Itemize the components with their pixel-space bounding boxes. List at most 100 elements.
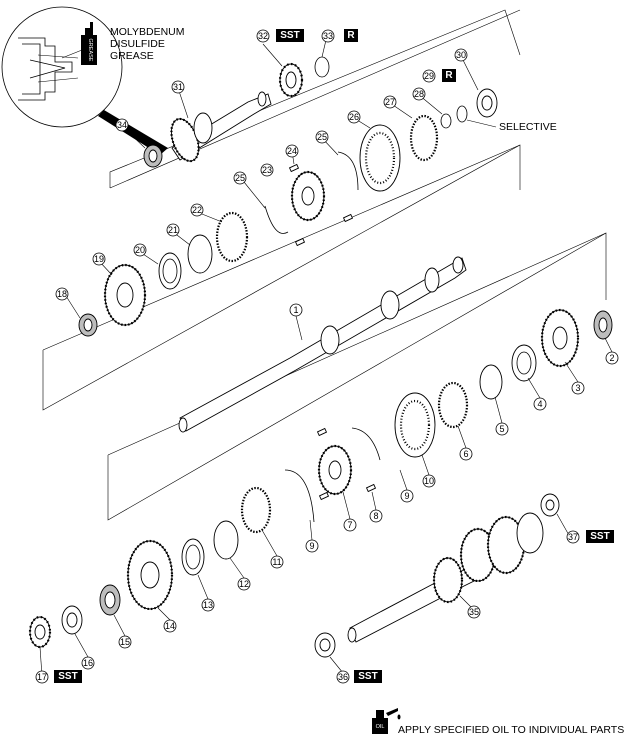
ring-28 bbox=[440, 113, 452, 129]
callout-15-text: 15 bbox=[120, 637, 130, 647]
needle-bearing-15 bbox=[99, 584, 121, 616]
callout-13: 13 bbox=[201, 598, 215, 612]
callout-26: 26 bbox=[347, 110, 361, 124]
callout-16: 16 bbox=[81, 656, 95, 670]
callout-28-text: 28 bbox=[414, 89, 424, 99]
callout-33-text: 33 bbox=[323, 31, 333, 41]
callout-18: 18 bbox=[55, 287, 69, 301]
ring-13 bbox=[181, 538, 205, 576]
callout-33: 33 bbox=[321, 29, 335, 43]
gear-19 bbox=[103, 263, 147, 327]
callout-1-text: 1 bbox=[293, 305, 298, 315]
callout-15: 15 bbox=[118, 635, 132, 649]
callout-32-text: 32 bbox=[258, 31, 268, 41]
callout-19: 19 bbox=[92, 252, 106, 266]
synchro-hub-7 bbox=[317, 444, 353, 496]
grease-label-line-2: DISULFIDE bbox=[110, 38, 165, 50]
callout-11: 11 bbox=[270, 555, 284, 569]
callout-29-text: 29 bbox=[424, 71, 434, 81]
callout-25-b-text: 25 bbox=[317, 132, 327, 142]
callout-29: 29 bbox=[422, 69, 436, 83]
grease-can-label: GREASE bbox=[87, 39, 93, 62]
callout-21-text: 21 bbox=[168, 225, 178, 235]
callout-24: 24 bbox=[285, 144, 299, 158]
ring-5 bbox=[479, 364, 503, 400]
spring-9-upper bbox=[351, 427, 381, 461]
tag-sst-17-text: SST bbox=[58, 671, 77, 682]
callout-20: 20 bbox=[133, 243, 147, 257]
snap-ring-29 bbox=[456, 105, 468, 123]
callout-34-text: 34 bbox=[117, 120, 127, 130]
tag-r-29-text: R bbox=[445, 70, 453, 81]
callout-9-a: 9 bbox=[400, 489, 414, 503]
tag-sst-17: SST bbox=[54, 670, 82, 683]
callout-8: 8 bbox=[369, 509, 383, 523]
callout-36: 36 bbox=[336, 670, 350, 684]
gear-3 bbox=[540, 308, 580, 368]
callout-12: 12 bbox=[237, 577, 251, 591]
snap-ring-33 bbox=[314, 56, 330, 78]
callout-27-text: 27 bbox=[385, 97, 395, 107]
callout-12-text: 12 bbox=[239, 579, 249, 589]
callout-20-text: 20 bbox=[135, 245, 145, 255]
countershaft-35 bbox=[347, 512, 544, 643]
tag-sst-32-text: SST bbox=[280, 30, 299, 41]
callout-37: 37 bbox=[566, 530, 580, 544]
tag-sst-32: SST bbox=[276, 29, 304, 42]
callout-10-text: 10 bbox=[424, 476, 434, 486]
callout-9-b: 9 bbox=[305, 539, 319, 553]
tag-r-33-text: R bbox=[347, 30, 355, 41]
oil-can-icon: OIL bbox=[372, 708, 401, 734]
sleeve-26 bbox=[359, 124, 401, 192]
needle-bearing-34 bbox=[143, 144, 163, 168]
gear-14 bbox=[126, 539, 174, 611]
bearing-37 bbox=[540, 493, 560, 517]
callout-35: 35 bbox=[467, 605, 481, 619]
callout-16-text: 16 bbox=[83, 658, 93, 668]
tag-r-33: R bbox=[344, 29, 358, 42]
callout-3-text: 3 bbox=[575, 383, 580, 393]
callout-10: 10 bbox=[422, 474, 436, 488]
callout-9-b-text: 9 bbox=[309, 541, 314, 551]
key-8 bbox=[316, 427, 377, 501]
callout-27: 27 bbox=[383, 95, 397, 109]
callout-23-text: 23 bbox=[262, 165, 272, 175]
callout-9-a-text: 9 bbox=[404, 491, 409, 501]
callout-3: 3 bbox=[571, 381, 585, 395]
ring-4 bbox=[511, 344, 537, 382]
callout-4-text: 4 bbox=[537, 399, 542, 409]
callout-4: 4 bbox=[533, 397, 547, 411]
callout-8-text: 8 bbox=[373, 511, 378, 521]
callout-5-text: 5 bbox=[499, 424, 504, 434]
callout-2: 2 bbox=[605, 351, 619, 365]
tag-sst-37: SST bbox=[586, 530, 614, 543]
synchro-hub-23 bbox=[290, 170, 326, 222]
callout-22: 22 bbox=[190, 203, 204, 217]
callout-22-text: 22 bbox=[192, 205, 202, 215]
callout-25-a-text: 25 bbox=[235, 173, 245, 183]
callout-24-text: 24 bbox=[287, 146, 297, 156]
callout-30-text: 30 bbox=[456, 50, 466, 60]
callout-30: 30 bbox=[454, 48, 468, 62]
callout-2-text: 2 bbox=[609, 353, 614, 363]
spring-25-right bbox=[337, 151, 359, 191]
callout-18-text: 18 bbox=[57, 289, 67, 299]
callout-19-text: 19 bbox=[94, 254, 104, 264]
callout-26-text: 26 bbox=[349, 112, 359, 122]
magnified-inset: GREASE MOLYBDENUM DISULFIDE GREASE bbox=[1, 6, 184, 155]
ring-20 bbox=[158, 252, 182, 290]
callout-23: 23 bbox=[260, 163, 274, 177]
callout-5: 5 bbox=[495, 422, 509, 436]
callout-17-text: 17 bbox=[37, 672, 47, 682]
ring-27 bbox=[409, 114, 439, 162]
callout-34: 34 bbox=[115, 118, 129, 132]
synchro-ring-11 bbox=[240, 486, 272, 534]
callout-1: 1 bbox=[289, 303, 303, 317]
needle-bearing-2 bbox=[593, 310, 613, 340]
synchro-ring-6 bbox=[437, 381, 469, 429]
cone-21 bbox=[187, 234, 213, 274]
grease-label-line-3: GREASE bbox=[110, 50, 154, 62]
sleeve-10 bbox=[394, 392, 436, 458]
spring-25-left bbox=[264, 205, 289, 234]
callout-35-text: 35 bbox=[469, 607, 479, 617]
